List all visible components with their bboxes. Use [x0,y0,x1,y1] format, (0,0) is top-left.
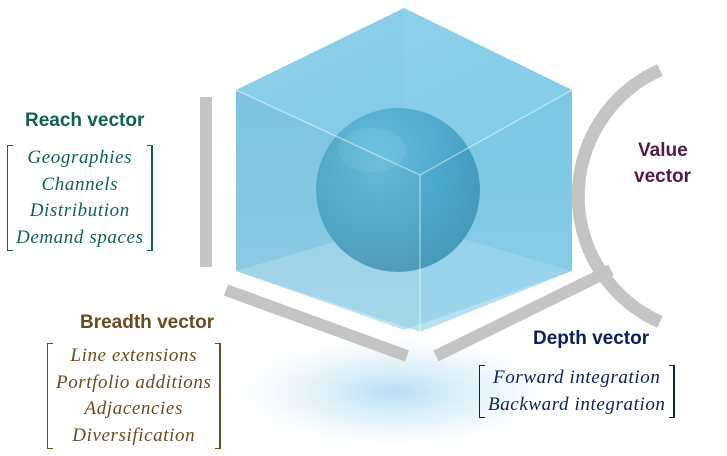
depth-vector-bar [433,264,614,362]
cube-front-top-face [236,8,572,175]
reach-vector-heading: Reach vector [25,110,145,131]
breadth-item: Diversification [72,424,196,446]
cube-front-left-face [236,90,420,332]
depth-item: Forward integration [493,367,661,388]
breadth-item: Portfolio additions [56,371,212,393]
depth-vector-heading: Depth vector [533,328,650,349]
cube-front [235,8,573,332]
breadth-vector-bar [223,284,410,362]
reach-right-bracket [146,145,154,251]
value-vector-arc [571,64,663,328]
breadth-left-bracket [46,343,54,449]
depth-right-bracket [668,365,676,418]
breadth-vector-list: Line extensions Portfolio additions Adja… [46,343,222,449]
reach-item: Demand spaces [16,226,144,248]
depth-vector-list: Forward integration Backward integration [478,365,676,418]
breadth-item: Line extensions [70,345,198,366]
cube-front-right-face [420,90,572,332]
breadth-right-bracket [214,343,222,449]
reach-item: Geographies [27,147,133,168]
value-vector-heading-line1: Value [638,140,688,161]
reach-item: Distribution [29,200,130,221]
depth-item: Backward integration [488,393,666,415]
depth-left-bracket [478,365,486,418]
floor-glow [220,330,570,454]
breadth-vector-heading: Breadth vector [80,312,215,333]
reach-left-bracket [6,145,14,251]
reach-vector-list: Geographies Channels Distribution Demand… [6,145,154,251]
breadth-item: Adjacencies [84,398,183,419]
reach-vector-bar [200,97,212,267]
reach-item: Channels [41,173,119,195]
value-vector-heading-line2: vector [634,166,692,187]
